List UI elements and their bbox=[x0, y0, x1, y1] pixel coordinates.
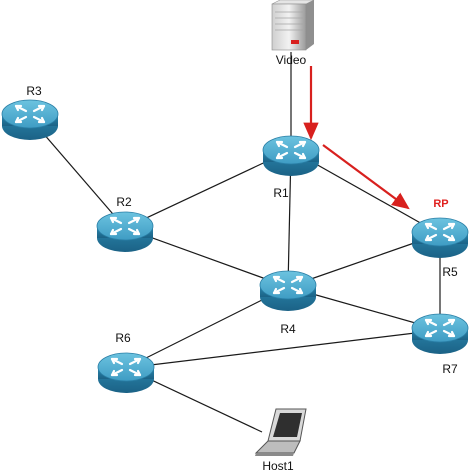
arrow-r1-to-r5 bbox=[322, 144, 410, 210]
router-r4[interactable]: R4 bbox=[258, 269, 318, 336]
server-icon bbox=[271, 0, 315, 51]
router-icon bbox=[410, 312, 470, 356]
router-label-r1: R1 bbox=[273, 186, 289, 200]
host1[interactable]: Host1 bbox=[254, 408, 307, 473]
laptop-icon bbox=[254, 408, 307, 456]
router-icon bbox=[261, 134, 321, 178]
router-r5[interactable]: RP R5 bbox=[410, 198, 470, 279]
video-server[interactable]: Video bbox=[271, 0, 315, 67]
router-r1[interactable]: R1 bbox=[261, 134, 321, 200]
rp-label: RP bbox=[433, 198, 448, 210]
router-r6[interactable]: R6 bbox=[96, 331, 156, 395]
router-icon bbox=[410, 216, 470, 260]
router-label-r4: R4 bbox=[280, 322, 296, 336]
router-label-r6: R6 bbox=[115, 331, 131, 345]
router-icon bbox=[95, 210, 155, 254]
router-label-r5: R5 bbox=[442, 265, 458, 279]
links bbox=[29, 52, 441, 433]
router-icon bbox=[0, 98, 60, 142]
router-label-r3: R3 bbox=[26, 84, 42, 98]
router-icon bbox=[258, 269, 318, 313]
router-icon bbox=[96, 351, 156, 395]
link-r6-r7 bbox=[125, 329, 441, 369]
router-label-r7: R7 bbox=[442, 362, 458, 376]
host-label: Host1 bbox=[262, 459, 294, 473]
router-r2[interactable]: R2 bbox=[95, 195, 155, 254]
router-r3[interactable]: R3 bbox=[0, 84, 60, 142]
router-label-r2: R2 bbox=[116, 195, 132, 209]
server-label: Video bbox=[276, 53, 307, 67]
router-r7[interactable]: R7 bbox=[410, 312, 470, 376]
traffic-arrows bbox=[303, 66, 410, 210]
